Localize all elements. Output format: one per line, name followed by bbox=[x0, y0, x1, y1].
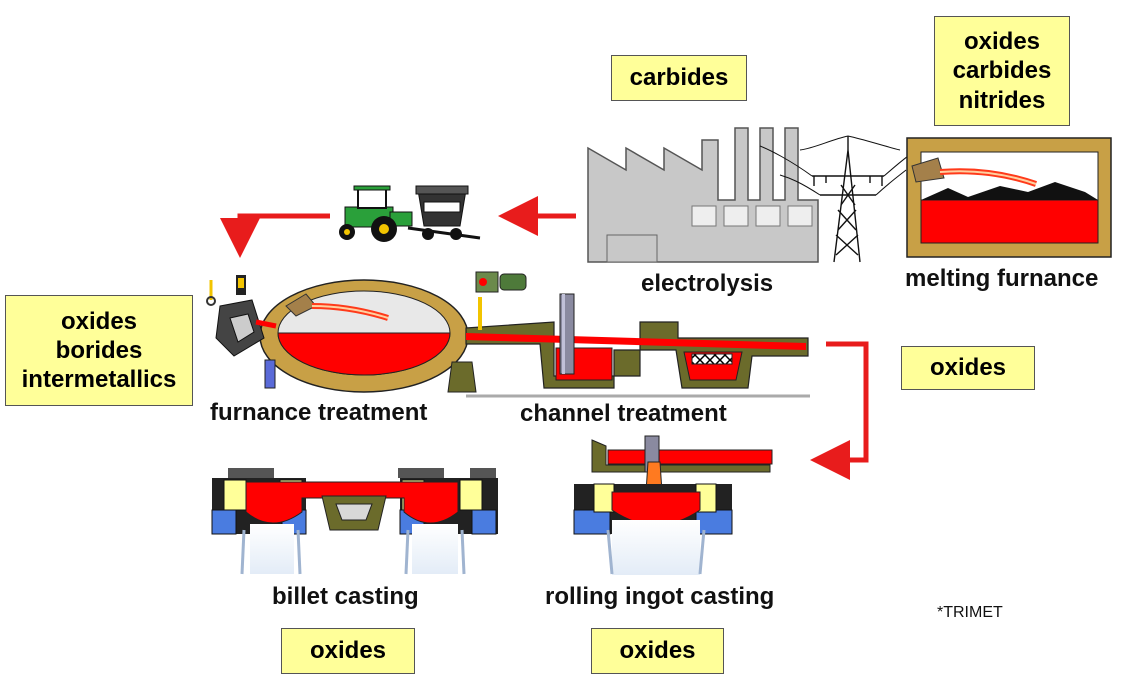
channel-trough-icon bbox=[465, 271, 810, 398]
label-electrolysis: electrolysis bbox=[641, 270, 774, 297]
label-furnace-treatment: furnance treatment bbox=[210, 399, 428, 426]
arrow-channel-to-casting bbox=[810, 341, 869, 480]
note-line: oxides bbox=[929, 354, 1007, 382]
note-billet-oxides: oxides bbox=[281, 628, 415, 674]
label-channel-treatment: channel treatment bbox=[520, 400, 727, 427]
holding-furnace-icon bbox=[259, 279, 477, 393]
power-pylon-icon bbox=[759, 135, 921, 263]
billet-casting-icon bbox=[211, 468, 498, 575]
melting-furnace-icon bbox=[906, 137, 1112, 258]
ladle-crane-icon bbox=[206, 275, 277, 389]
note-ingot-oxides: oxides bbox=[591, 628, 724, 674]
tractor-crucible-icon bbox=[339, 185, 481, 242]
factory-icon bbox=[587, 127, 819, 263]
note-line: oxides bbox=[60, 307, 138, 335]
note-line: oxides bbox=[619, 637, 696, 665]
note-line: carbides bbox=[952, 57, 1052, 85]
note-line: intermetallics bbox=[21, 366, 177, 394]
arrow-tractor-to-furnace bbox=[220, 213, 330, 258]
note-line: nitrides bbox=[958, 86, 1046, 114]
note-electrolysis-carbides: carbides bbox=[611, 55, 747, 101]
source-credit: *TRIMET bbox=[937, 604, 1003, 621]
note-line: borides bbox=[55, 336, 143, 364]
note-channel-oxides: oxides bbox=[901, 346, 1035, 390]
note-furnace-inclusions: oxides borides intermetallics bbox=[5, 295, 193, 406]
label-rolling-ingot-casting: rolling ingot casting bbox=[545, 583, 775, 610]
label-melting-furnace: melting furnance bbox=[905, 265, 1099, 292]
note-line: oxides bbox=[309, 637, 387, 665]
note-line: oxides bbox=[963, 28, 1041, 56]
note-line: carbides bbox=[629, 64, 729, 92]
note-melting-inclusions: oxides carbides nitrides bbox=[934, 16, 1070, 126]
label-billet-casting: billet casting bbox=[272, 583, 419, 610]
ingot-casting-icon bbox=[573, 435, 773, 575]
